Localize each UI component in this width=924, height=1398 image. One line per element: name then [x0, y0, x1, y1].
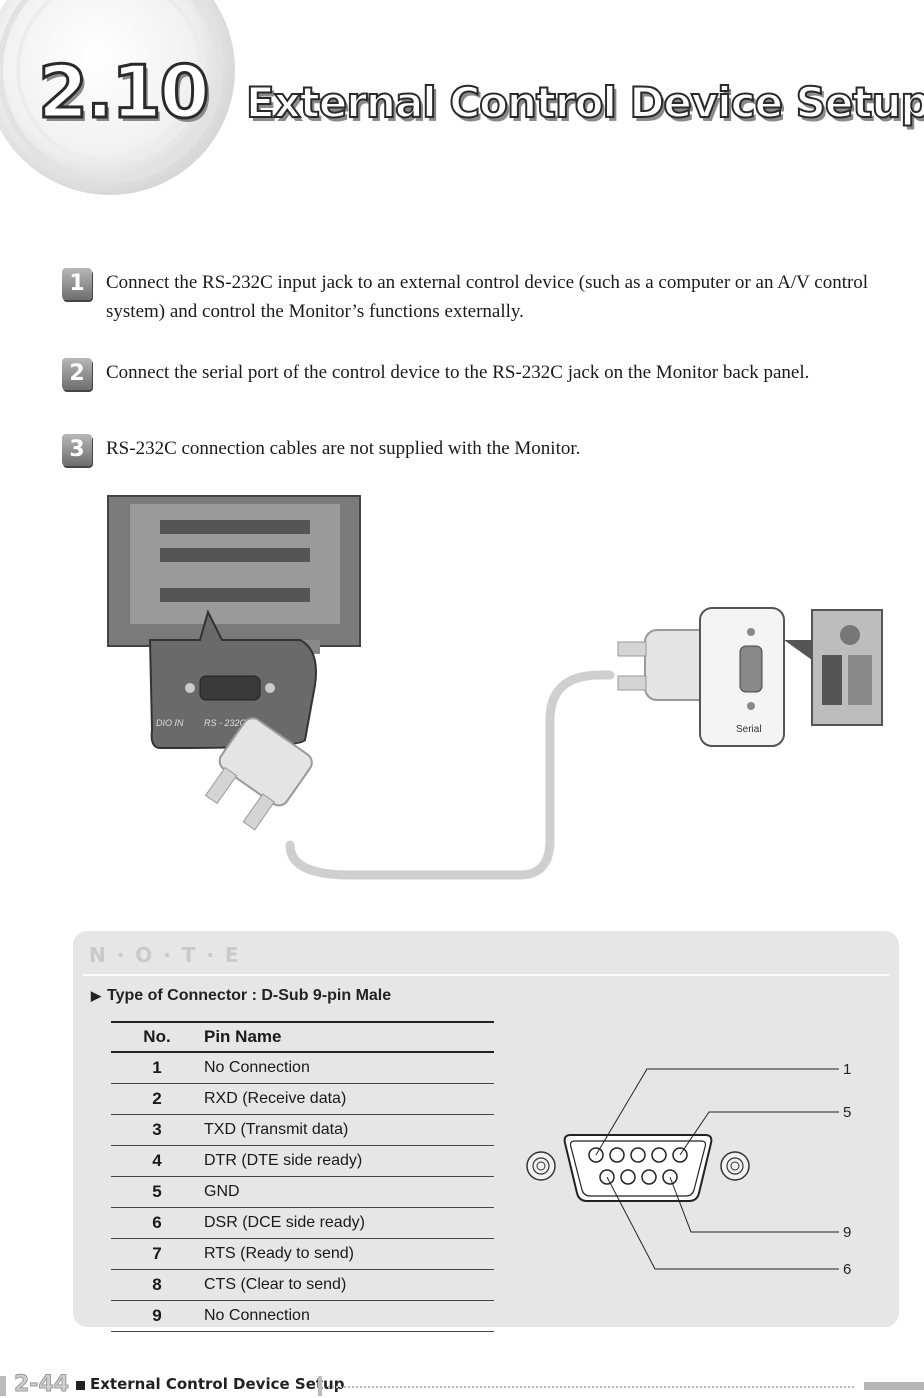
pin-name: DTR (DTE side ready) — [203, 1145, 494, 1177]
step-text: Connect the RS-232C input jack to an ext… — [106, 272, 869, 322]
pin-label-6: 6 — [843, 1261, 851, 1278]
pin-name: DSR (DCE side ready) — [203, 1207, 494, 1239]
pin-number: 5 — [111, 1176, 203, 1208]
pin-3 — [630, 1147, 646, 1163]
pin-name: RXD (Receive data) — [203, 1083, 494, 1115]
note-title: N · O · T · E — [89, 943, 241, 967]
pin-number: 2 — [111, 1083, 203, 1115]
pin-number: 4 — [111, 1145, 203, 1177]
pin-name: RTS (Ready to send) — [203, 1238, 494, 1270]
connector-shell-outer — [563, 1134, 713, 1202]
mount-screw-left — [526, 1151, 556, 1181]
footer-start-bar — [0, 1376, 6, 1396]
pin-name: No Connection — [203, 1052, 494, 1084]
pin-number: 9 — [111, 1300, 203, 1332]
step-badge: 2 — [62, 358, 92, 390]
triangle-bullet-icon: ▶ — [91, 988, 101, 1003]
pc-serial-callout: Serial — [699, 607, 812, 747]
note-panel: N · O · T · E ▶ Type of Connector : D-Sub… — [73, 931, 899, 1332]
serial-cable — [285, 670, 615, 880]
header-swirl-graphic — [0, 0, 235, 195]
chapter-number: 2.10 — [37, 49, 212, 136]
step-badge: 1 — [62, 268, 92, 300]
pin-number: 3 — [111, 1114, 203, 1146]
monitor-label-rs232c: RS - 232C — [204, 718, 247, 728]
page-number: 2-44 — [13, 1372, 70, 1398]
footer-square-bullet-icon — [76, 1381, 85, 1390]
pin-name: TXD (Transmit data) — [203, 1114, 494, 1146]
pin-name: GND — [203, 1176, 494, 1208]
step-2: 2 Connect the serial port of the control… — [62, 358, 882, 390]
mount-screw-right — [720, 1151, 750, 1181]
monitor-back-panel — [107, 495, 361, 654]
column-header-no: No. — [111, 1021, 203, 1053]
pin-4 — [651, 1147, 667, 1163]
pc-tower — [811, 609, 883, 726]
pin-name: CTS (Clear to send) — [203, 1269, 494, 1301]
page-title: External Control Device Setup — [245, 77, 924, 128]
note-heading-text: Type of Connector : D-Sub 9-pin Male — [107, 987, 392, 1004]
pin-7 — [620, 1169, 636, 1185]
step-text: RS-232C connection cables are not suppli… — [106, 438, 581, 459]
dsub9-pin-diagram: 1 5 9 6 — [526, 1061, 851, 1278]
pc-label-serial: Serial — [736, 724, 762, 735]
pin-label-5: 5 — [843, 1104, 851, 1121]
footer-section-title: External Control Device Setup — [90, 1375, 345, 1393]
leader-line-pin-9 — [669, 1176, 839, 1233]
step-badge: 3 — [62, 434, 92, 466]
step-1: 1 Connect the RS-232C input jack to an e… — [62, 268, 882, 326]
leader-line-pin-6 — [606, 1176, 839, 1270]
footer-separator — [318, 1376, 322, 1396]
pin-table-header: No. Pin Name — [111, 1021, 494, 1053]
step-3: 3 RS-232C connection cables are not supp… — [62, 434, 882, 466]
note-heading: ▶ Type of Connector : D-Sub 9-pin Male — [91, 987, 391, 1005]
pin-name: No Connection — [203, 1300, 494, 1332]
connector-shell-inner — [569, 1140, 707, 1197]
step-text: Connect the serial port of the control d… — [106, 362, 810, 383]
rs232c-jack-callout: DIO IN RS - 232C — [148, 609, 317, 749]
column-header-pin-name: Pin Name — [203, 1021, 494, 1053]
cable-plug-left — [204, 717, 313, 831]
pin-label-1: 1 — [843, 1061, 851, 1078]
pin-number: 8 — [111, 1269, 203, 1301]
pin-2 — [609, 1147, 625, 1163]
pin-8 — [641, 1169, 657, 1185]
pin-number: 6 — [111, 1207, 203, 1239]
pin-label-9: 9 — [843, 1224, 851, 1241]
leader-line-pin-1 — [595, 1068, 839, 1156]
note-divider — [83, 974, 889, 976]
connection-illustration: DIO IN RS - 232C Serial — [107, 495, 883, 880]
pin-number: 1 — [111, 1052, 203, 1084]
pin-number: 7 — [111, 1238, 203, 1270]
footer-dotted-rule — [328, 1386, 854, 1388]
monitor-label-left: DIO IN — [156, 718, 184, 728]
leader-line-pin-5 — [679, 1111, 839, 1156]
footer-end-bar — [864, 1382, 924, 1390]
